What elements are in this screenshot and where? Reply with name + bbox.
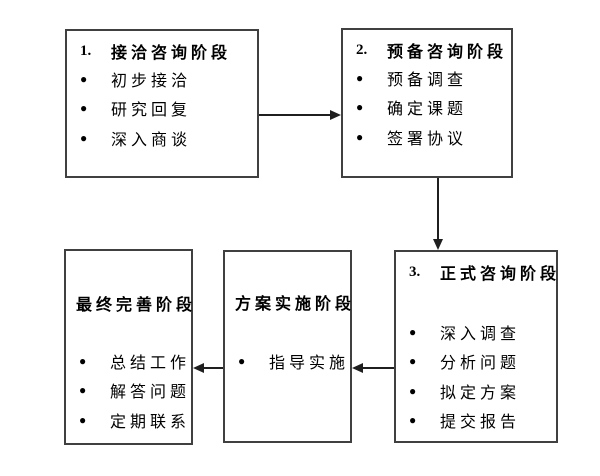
stage-1-header: 1. 接洽咨询阶段 <box>67 38 257 64</box>
stage-1-title: 接洽咨询阶段 <box>111 45 232 62</box>
arrowhead-stage3-to-stage4 <box>352 363 363 373</box>
bullet-icon: ● <box>356 70 364 85</box>
bullet-icon: ● <box>356 129 364 144</box>
list-item: ● 提交报告 <box>396 406 556 436</box>
list-item: ● 预备调查 <box>343 63 511 93</box>
bullet-icon: ● <box>409 413 417 428</box>
bullet-icon: ● <box>79 383 87 398</box>
bullet-icon: ● <box>79 412 87 427</box>
bullet-icon: ● <box>409 383 417 398</box>
list-item: ● 签署协议 <box>343 122 511 152</box>
stage-2-number: 2. <box>356 41 368 58</box>
bullet-icon: ● <box>238 353 246 368</box>
stage-5-header: 最终完善阶段 <box>66 290 192 316</box>
list-item-label: 深入调查 <box>440 325 521 343</box>
stage-box-4: 方案实施阶段 ● 指导实施 <box>223 250 352 443</box>
list-item-label: 研究回复 <box>111 102 192 120</box>
list-item: ● 确定课题 <box>343 93 511 123</box>
bullet-icon: ● <box>409 324 417 339</box>
stage-4-title: 方案实施阶段 <box>235 296 356 313</box>
stage-box-1: 1. 接洽咨询阶段 ● 初步接洽 ● 研究回复 ● 深入商谈 <box>65 29 259 178</box>
stage-4-header: 方案实施阶段 <box>225 289 351 315</box>
list-item-label: 提交报告 <box>440 414 521 432</box>
stage-box-2: 2. 预备咨询阶段 ● 预备调查 ● 确定课题 ● 签署协议 <box>341 28 513 178</box>
stage-4-items: ● 指导实施 <box>225 346 350 376</box>
list-item-label: 确定课题 <box>387 101 468 119</box>
list-item-label: 预备调查 <box>387 71 468 89</box>
list-item-label: 分析问题 <box>440 355 521 373</box>
list-item: ● 研究回复 <box>67 94 257 124</box>
list-item: ● 定期联系 <box>66 405 191 435</box>
bullet-icon: ● <box>80 130 88 145</box>
stage-2-items: ● 预备调查 ● 确定课题 ● 签署协议 <box>343 63 511 152</box>
bullet-icon: ● <box>356 100 364 115</box>
bullet-icon: ● <box>80 101 88 116</box>
list-item: ● 深入商谈 <box>67 123 257 153</box>
stage-3-header: 3. 正式咨询阶段 <box>396 259 556 285</box>
list-item: ● 指导实施 <box>225 346 350 376</box>
stage-2-title: 预备咨询阶段 <box>387 44 508 61</box>
list-item-label: 初步接洽 <box>111 72 192 90</box>
list-item-label: 总结工作 <box>110 354 191 372</box>
stage-box-5: 最终完善阶段 ● 总结工作 ● 解答问题 ● 定期联系 <box>64 249 193 445</box>
list-item-label: 深入商谈 <box>111 131 192 149</box>
list-item: ● 拟定方案 <box>396 376 556 406</box>
stage-3-title: 正式咨询阶段 <box>440 266 561 283</box>
list-item: ● 初步接洽 <box>67 64 257 94</box>
stage-1-items: ● 初步接洽 ● 研究回复 ● 深入商谈 <box>67 64 257 153</box>
stage-3-items: ● 深入调查 ● 分析问题 ● 拟定方案 ● 提交报告 <box>396 317 556 435</box>
list-item-label: 拟定方案 <box>440 384 521 402</box>
list-item: ● 分析问题 <box>396 347 556 377</box>
stage-1-number: 1. <box>80 42 92 59</box>
arrowhead-stage4-to-stage5 <box>193 363 204 373</box>
arrowhead-stage1-to-stage2 <box>330 110 341 120</box>
bullet-icon: ● <box>79 353 87 368</box>
stage-5-items: ● 总结工作 ● 解答问题 ● 定期联系 <box>66 346 191 435</box>
list-item-label: 签署协议 <box>387 130 468 148</box>
bullet-icon: ● <box>80 71 88 86</box>
list-item-label: 解答问题 <box>110 384 191 402</box>
stage-2-header: 2. 预备咨询阶段 <box>343 37 511 63</box>
stage-5-title: 最终完善阶段 <box>76 297 197 314</box>
bullet-icon: ● <box>409 354 417 369</box>
list-item: ● 总结工作 <box>66 346 191 376</box>
list-item-label: 定期联系 <box>110 413 191 431</box>
stage-box-3: 3. 正式咨询阶段 ● 深入调查 ● 分析问题 ● 拟定方案 ● 提交报告 <box>394 250 558 443</box>
stage-3-number: 3. <box>409 263 421 280</box>
list-item: ● 深入调查 <box>396 317 556 347</box>
arrowhead-stage2-to-stage3 <box>433 239 443 250</box>
list-item-label: 指导实施 <box>269 354 350 372</box>
list-item: ● 解答问题 <box>66 376 191 406</box>
